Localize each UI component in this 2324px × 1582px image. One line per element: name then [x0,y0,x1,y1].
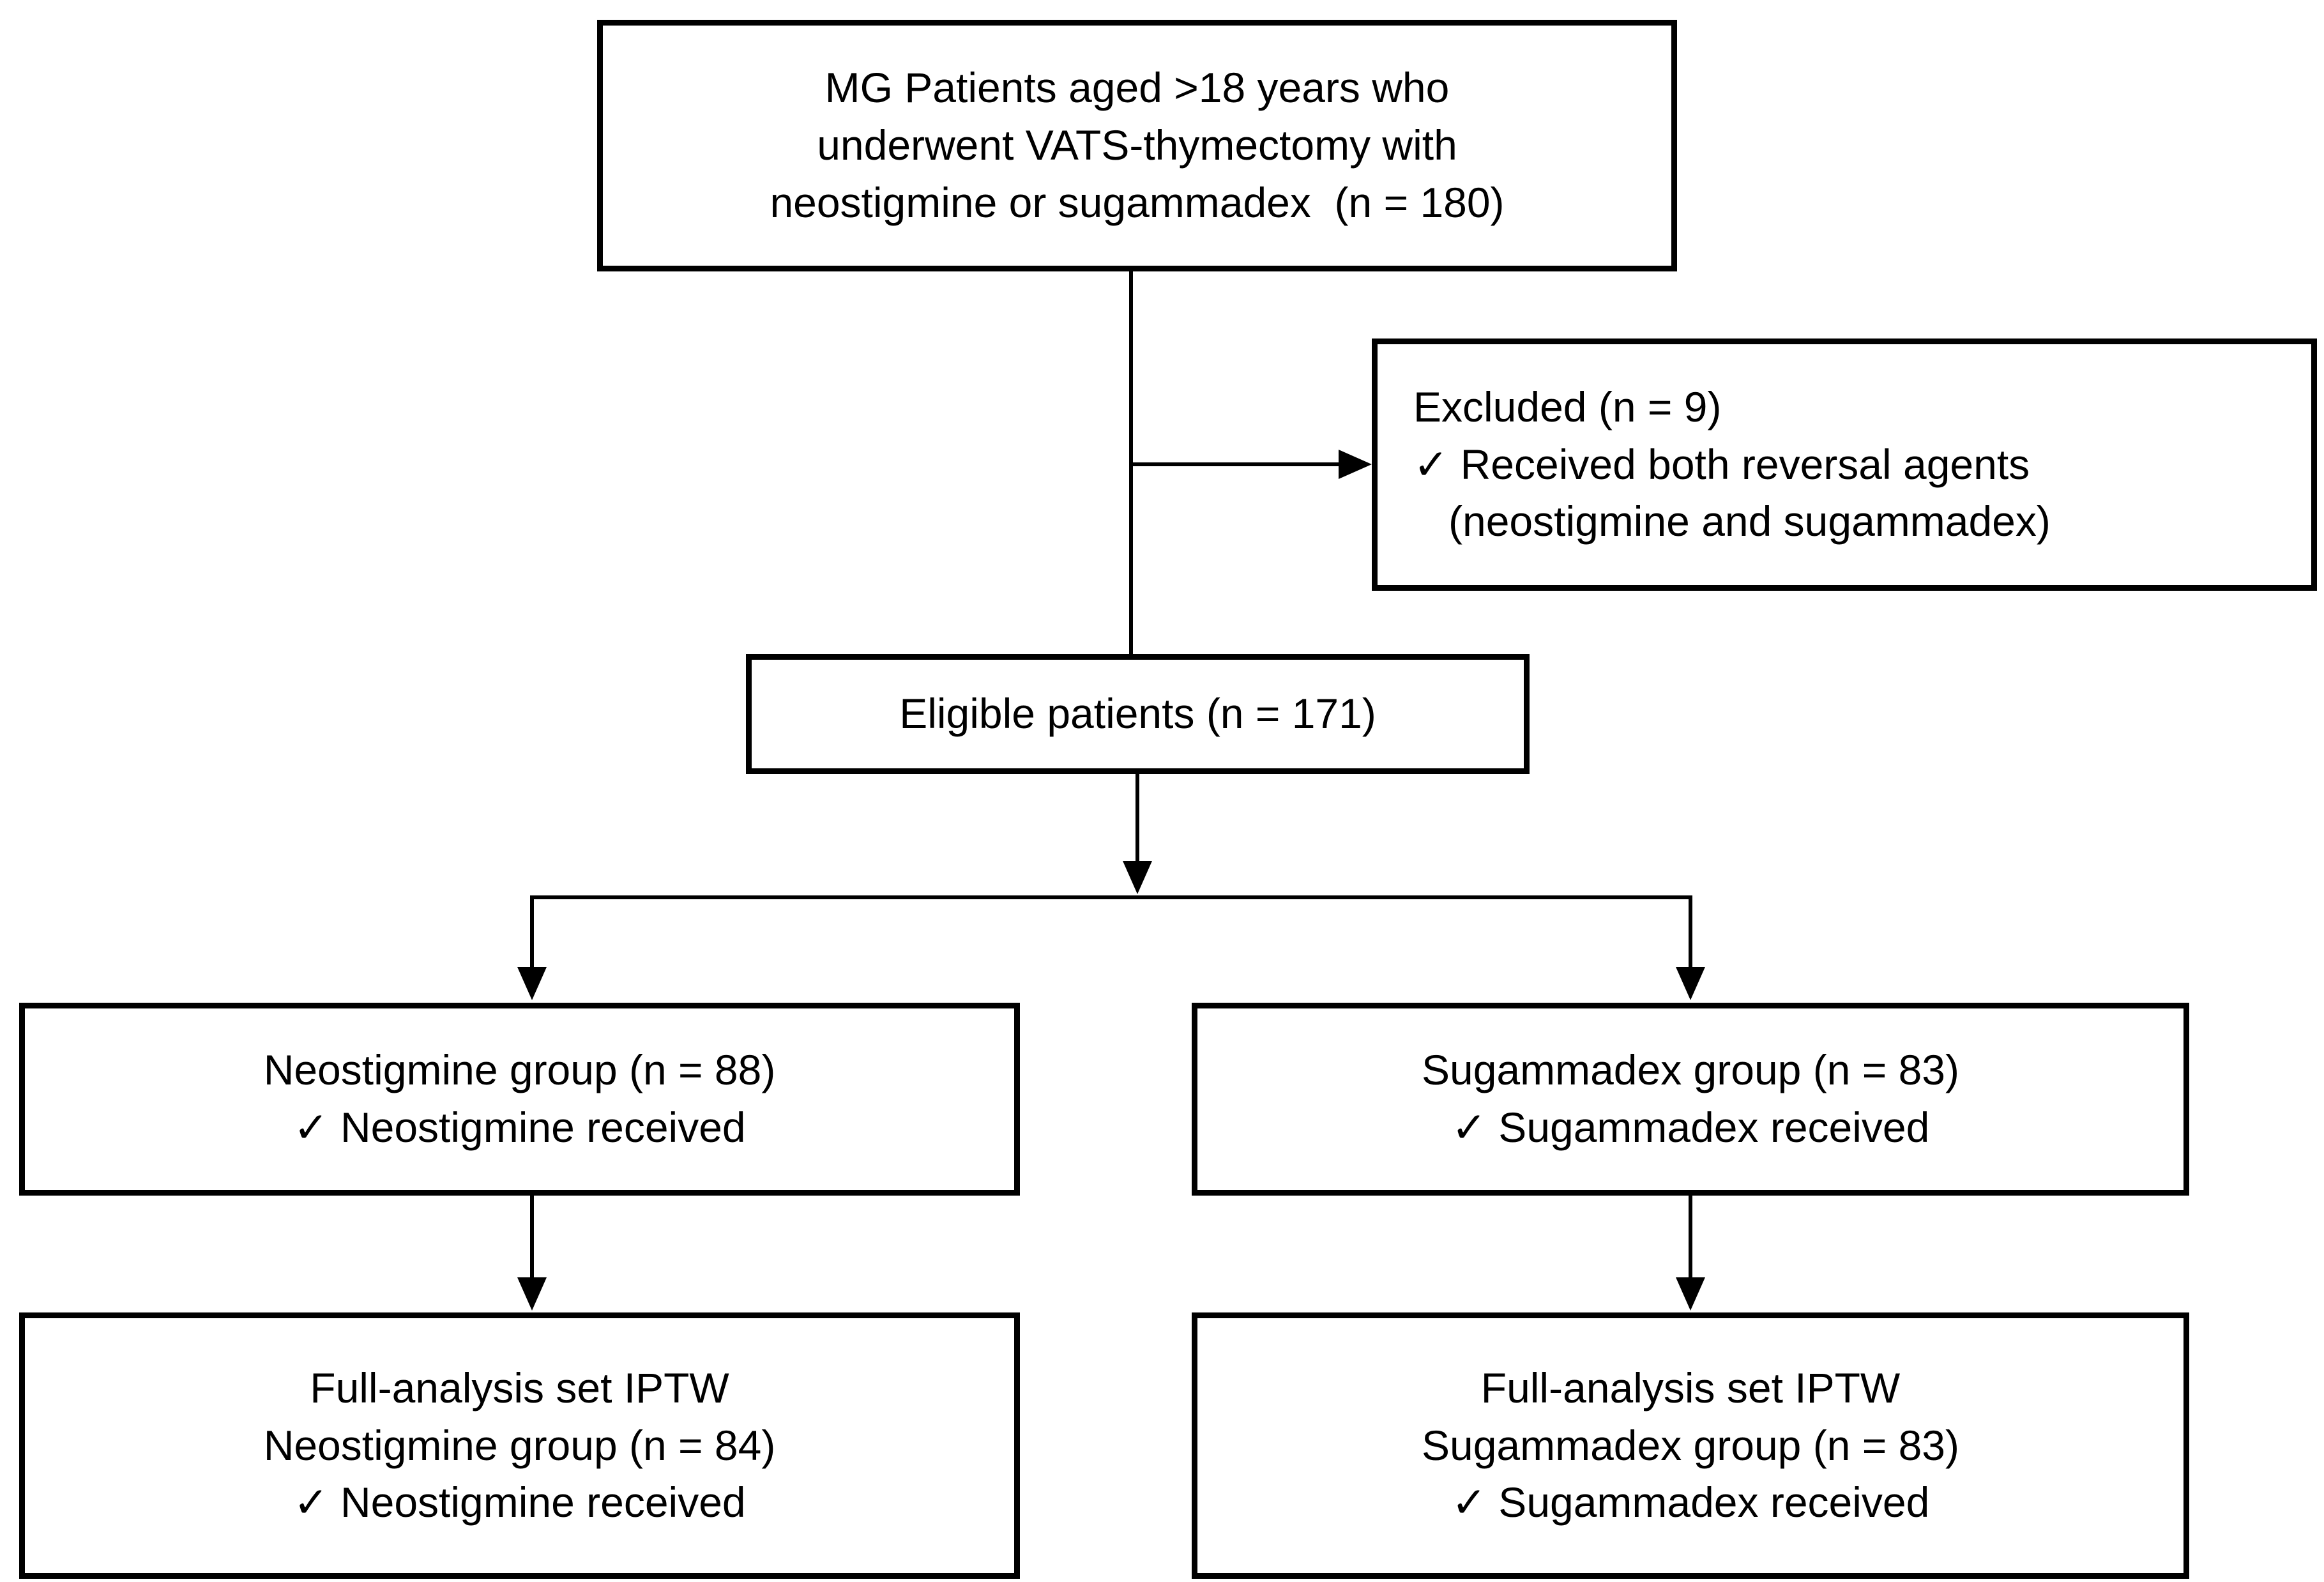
arrowhead-eligible-down [1123,861,1152,894]
sugammadex-group-line-2: ✓ Sugammadex received [1451,1104,1930,1151]
arrowhead-neostigmine-group [517,967,547,1000]
excluded-line-3: (neostigmine and sugammadex) [1413,498,2051,545]
fas-neostigmine-line-3: ✓ Neostigmine received [293,1479,746,1526]
connector-split-bar [530,895,1692,899]
connector-neostigmine-to-fas [530,1196,534,1280]
fas-neostigmine-box: Full-analysis set IPTW Neostigmine group… [19,1312,1020,1579]
connector-eligible-down [1135,774,1139,863]
sugammadex-group-box: Sugammadex group (n = 83) ✓ Sugammadex r… [1192,1003,2189,1196]
enrollment-line-3: neostigmine or sugammadex (n = 180) [770,178,1505,226]
fas-neostigmine-line-1: Full-analysis set IPTW [310,1364,729,1411]
eligible-line-1: Eligible patients (n = 171) [899,690,1376,738]
fas-sugammadex-line-1: Full-analysis set IPTW [1480,1364,1901,1411]
fas-neostigmine-line-2: Neostigmine group (n = 84) [263,1421,776,1469]
neostigmine-group-box: Neostigmine group (n = 88) ✓ Neostigmine… [19,1003,1020,1196]
excluded-box: Excluded (n = 9) ✓ Received both reversa… [1372,338,2317,591]
connector-excluded-branch [1129,462,1340,466]
connector-sugammadex-to-fas [1689,1196,1692,1280]
eligible-box: Eligible patients (n = 171) [746,654,1530,774]
excluded-line-1: Excluded (n = 9) [1413,383,1722,430]
arrowhead-excluded [1339,450,1372,479]
neostigmine-group-line-1: Neostigmine group (n = 88) [263,1046,776,1094]
fas-sugammadex-line-3: ✓ Sugammadex received [1451,1479,1930,1526]
enrollment-box: MG Patients aged >18 years who underwent… [597,20,1677,271]
neostigmine-group-line-2: ✓ Neostigmine received [293,1104,746,1151]
fas-sugammadex-box: Full-analysis set IPTW Sugammadex group … [1192,1312,2189,1579]
fas-sugammadex-line-2: Sugammadex group (n = 83) [1422,1421,1959,1469]
sugammadex-group-line-1: Sugammadex group (n = 83) [1422,1046,1959,1094]
connector-split-right-drop [1689,895,1692,970]
connector-split-left-drop [530,895,534,970]
arrowhead-sugammadex-group [1676,967,1705,1000]
enrollment-line-2: underwent VATS-thymectomy with [817,121,1457,169]
enrollment-line-1: MG Patients aged >18 years who [824,64,1450,112]
arrowhead-fas-sugammadex [1676,1277,1705,1311]
arrowhead-fas-neostigmine [517,1277,547,1311]
excluded-line-2: ✓ Received both reversal agents [1413,440,2030,488]
